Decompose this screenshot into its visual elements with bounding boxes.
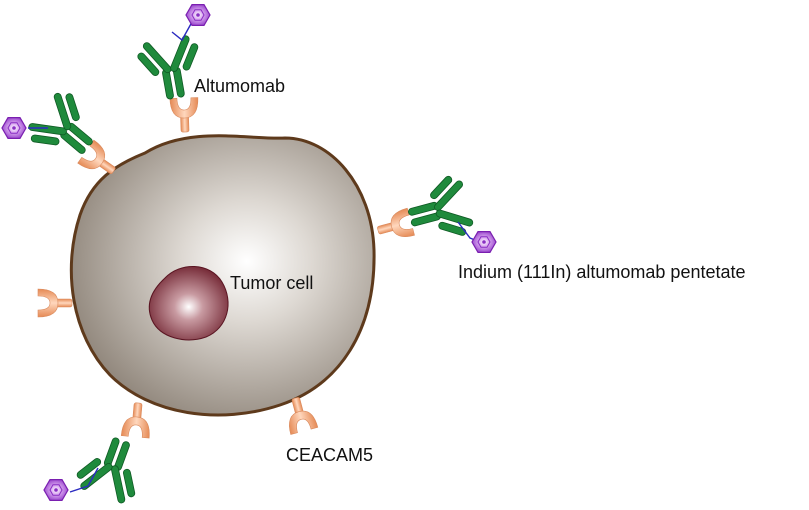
receptor-left [37,288,73,318]
label-altumomab: Altumomab [194,76,285,96]
radiolabel-icon-lower-left [43,479,69,501]
label-tumor-cell: Tumor cell [230,273,313,293]
radiolabel-icon-right [471,231,497,253]
nucleus [148,265,229,341]
receptor-top [169,97,200,133]
receptor-lower-left [120,401,153,439]
radiolabel-icon-upper-left [1,116,27,139]
radiolabel-icon-top [185,4,211,26]
label-ceacam5: CEACAM5 [286,445,373,465]
tumor-cell [69,134,376,417]
antibody-right [401,171,478,250]
label-conjugate: Indium (111In) altumomab pentetate [458,262,746,282]
antibody-lower-left [70,428,153,509]
